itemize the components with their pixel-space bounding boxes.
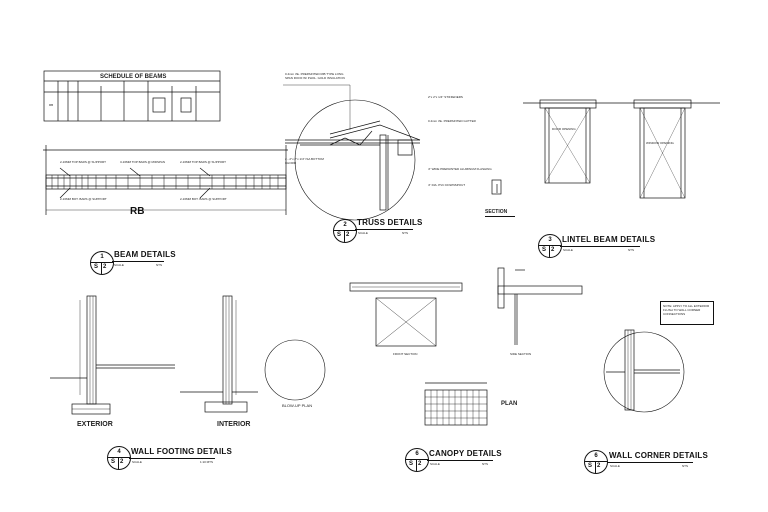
truss-note-2: 2"x 2"x 1/4" STIFFENERS (428, 95, 463, 99)
beam-detail-tag: 1 S 2 (90, 251, 114, 275)
tag-number: 2 (343, 222, 347, 228)
beam-details-title: BEAM DETAILS (114, 250, 176, 259)
tag-sheet: S (94, 264, 99, 270)
truss-details-title: TRUSS DETAILS (357, 218, 423, 227)
lintel-scale-value: NTS (628, 248, 634, 252)
footing-details-title: WALL FOOTING DETAILS (131, 447, 233, 456)
tag-number: 4 (117, 449, 121, 455)
truss-note-6: 4" DIA. PVC DOWNSPOUT (428, 183, 466, 187)
canopy-scale-label: SCALE (430, 462, 440, 466)
corner-scale-value: NTS (682, 464, 688, 468)
truss-note-4: 2 - 2"x 2"x 1/4" ISA BOTTOM CHORD (285, 157, 324, 165)
lintel-detail-tag: 3 S 2 (538, 234, 562, 258)
footing-interior-label: INTERIOR (217, 421, 251, 428)
truss-scale-value: NTS (402, 231, 408, 235)
truss-note-1: 0.4mm thk. PREPAINTED RIB TYPE LONG SPAN… (285, 72, 345, 80)
footing-blowup-label: BLOW-UP PLAN (282, 403, 313, 408)
beam-note-1: 2-16MM TOP BARS @ SUPPORT (60, 160, 107, 164)
truss-note-3: 0.4mm thk. PREPAINTED GUTTER (428, 119, 476, 123)
footing-detail-tag: 4 S 2 (107, 446, 131, 470)
beam-note-3: 2-16MM TOP BARS @ SUPPORT (180, 160, 227, 164)
lintel-drawing (491, 99, 720, 199)
corner-scale-label: SCALE (610, 464, 620, 468)
schedule-table-frame (43, 70, 221, 122)
lintel-window-label: WINDOW OPENING (646, 141, 674, 145)
tag-sheet: S (542, 247, 547, 253)
tag-number: 6 (415, 451, 419, 457)
tag-number: 3 (548, 237, 552, 243)
beam-elevation (43, 145, 288, 215)
footing-exterior-label: EXTERIOR (77, 421, 113, 428)
corner-detail-tag: 6 S 2 (584, 450, 608, 474)
tag-number: 6 (594, 453, 598, 459)
lintel-details-title: LINTEL BEAM DETAILS (562, 235, 656, 244)
beam-note-4: 2-16MM BOT. BARS @ SUPPORT (60, 197, 107, 201)
canopy-details-title: CANOPY DETAILS (429, 449, 502, 458)
tag-sheet: S (409, 461, 414, 467)
beam-note-5: 2-16MM BOT. BARS @ SUPPORT (180, 197, 227, 201)
corner-details-title: WALL CORNER DETAILS (609, 451, 709, 460)
tag-sheet-num: 2 (346, 232, 350, 238)
tag-number: 1 (100, 254, 104, 260)
tag-sheet-num: 2 (103, 264, 107, 270)
corner-note: NOTE: APPLY TO ALL EXTERIOR FLUSH TO WAL… (663, 304, 710, 316)
tag-sheet-num: 2 (120, 459, 124, 465)
tag-sheet: S (588, 463, 593, 469)
beam-note-2: 3-16MM TOP BARS @ MIDSPAN (120, 160, 166, 164)
footing-drawing (50, 295, 326, 415)
beam-scale-label: SCALE (114, 263, 124, 267)
tag-sheet: S (337, 232, 342, 238)
truss-detail-tag: 2 S 2 (333, 219, 357, 243)
canopy-plan-label: PLAN (501, 401, 518, 407)
canopy-drawing (349, 267, 583, 426)
beam-scale-value: NTS (156, 263, 162, 267)
lintel-scale-label: SCALE (563, 248, 573, 252)
corner-drawing (603, 329, 685, 413)
footing-scale-label: SCALE (132, 460, 142, 464)
footing-scale-value: 1:10 MTS (200, 460, 214, 464)
canopy-detail-tag: 6 S 2 (405, 448, 429, 472)
canopy-scale-value: NTS (482, 462, 488, 466)
truss-drawing (283, 84, 421, 221)
truss-scale-label: SCALE (358, 231, 368, 235)
beam-mark: RB (130, 206, 145, 217)
schedule-mark: RB (49, 103, 54, 107)
lintel-door-label: DOOR OPENING (552, 127, 576, 131)
schedule-title: SCHEDULE OF BEAMS (100, 74, 167, 80)
canopy-front-section: FRONT SECTION (393, 352, 418, 356)
canopy-side-section: SIDE SECTION (510, 352, 532, 356)
corner-note-box: NOTE: APPLY TO ALL EXTERIOR FLUSH TO WAL… (660, 301, 714, 325)
lintel-section-label: SECTION (485, 209, 508, 215)
truss-note-5: 4" WIDE PREPAINTED ALUMINUM FLASHING (428, 167, 492, 171)
tag-sheet-num: 2 (597, 463, 601, 469)
tag-sheet: S (111, 459, 116, 465)
tag-sheet-num: 2 (418, 461, 422, 467)
tag-sheet-num: 2 (551, 247, 555, 253)
